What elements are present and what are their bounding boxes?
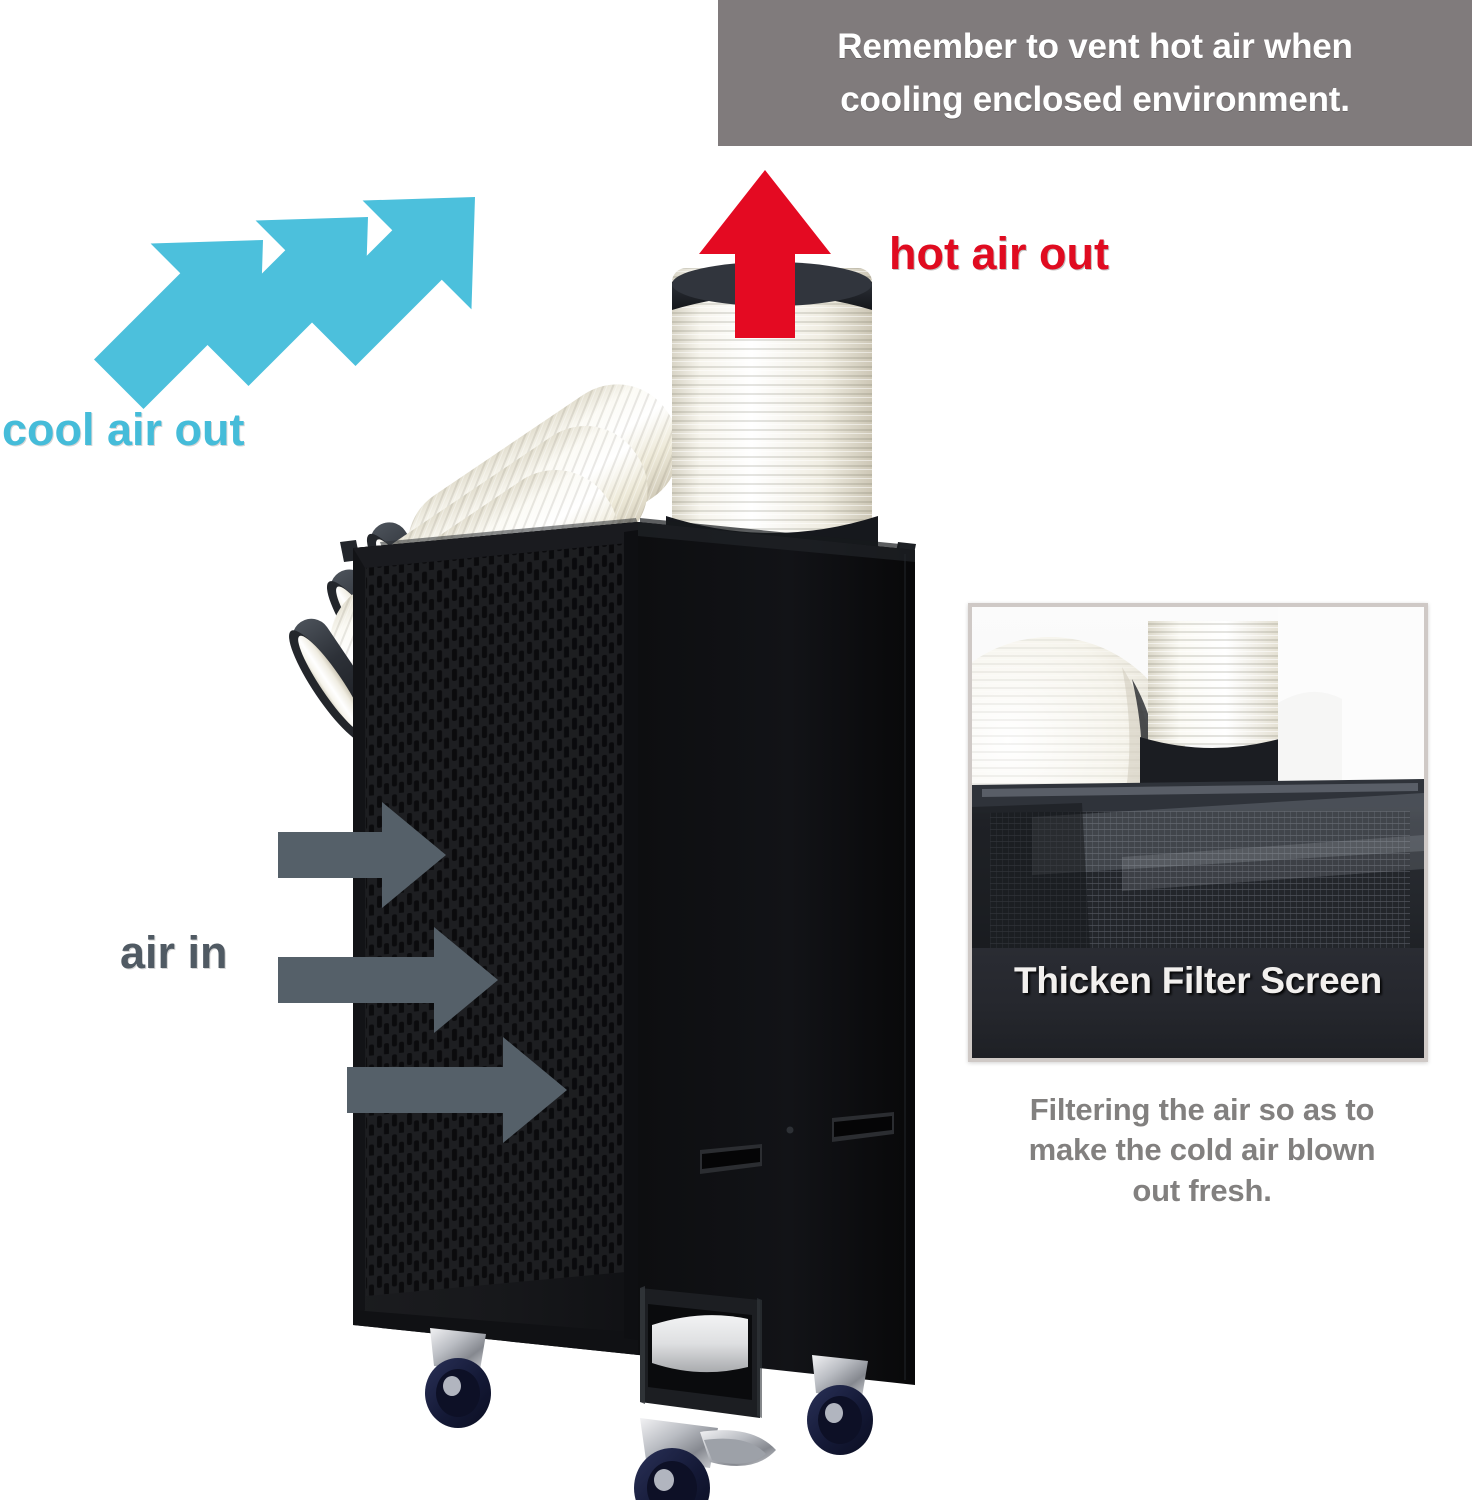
side-handle-slots bbox=[700, 1112, 894, 1174]
hot-air-arrow bbox=[699, 170, 831, 338]
base-drain-tray bbox=[640, 1286, 762, 1418]
air-in-arrow-3 bbox=[347, 1037, 567, 1143]
air-in-label: air in bbox=[120, 927, 228, 978]
hot-air-out-label: hot air out bbox=[889, 228, 1109, 279]
filter-screen-inset-panel: Thicken Filter Screen bbox=[968, 603, 1428, 1062]
air-in-arrow-2 bbox=[278, 927, 498, 1033]
cool-air-arrow-1 bbox=[94, 239, 264, 409]
filter-description-line-2: make the cold air blown bbox=[1028, 1132, 1376, 1168]
cabinet-front-grille bbox=[353, 522, 638, 1355]
filter-description: Filtering the air so as to make the cold… bbox=[952, 1090, 1452, 1211]
air-conditioner-illustration bbox=[289, 262, 916, 1500]
caster-wheels bbox=[425, 1328, 873, 1500]
notice-line-2: cooling enclosed environment. bbox=[840, 80, 1350, 119]
cool-air-arrow-3 bbox=[306, 196, 476, 366]
filter-description-line-1: Filtering the air so as to bbox=[1029, 1092, 1375, 1127]
filter-caption-bar: Thicken Filter Screen bbox=[972, 948, 1424, 1058]
caster-front-left bbox=[425, 1328, 491, 1428]
filter-description-line-3: out fresh. bbox=[1132, 1172, 1272, 1208]
caster-front-brake bbox=[634, 1418, 776, 1500]
cool-air-arrow-2 bbox=[199, 216, 369, 386]
cabinet-side-face bbox=[638, 522, 915, 1385]
cool-air-out-label: cool air out bbox=[2, 404, 245, 455]
caster-rear-right bbox=[807, 1355, 873, 1455]
filter-caption-text: Thicken Filter Screen bbox=[1014, 960, 1382, 1001]
vent-notice-banner: Remember to vent hot air when cooling en… bbox=[718, 0, 1472, 146]
notice-line-1: Remember to vent hot air when bbox=[837, 26, 1353, 66]
air-in-arrow-1 bbox=[278, 802, 446, 908]
